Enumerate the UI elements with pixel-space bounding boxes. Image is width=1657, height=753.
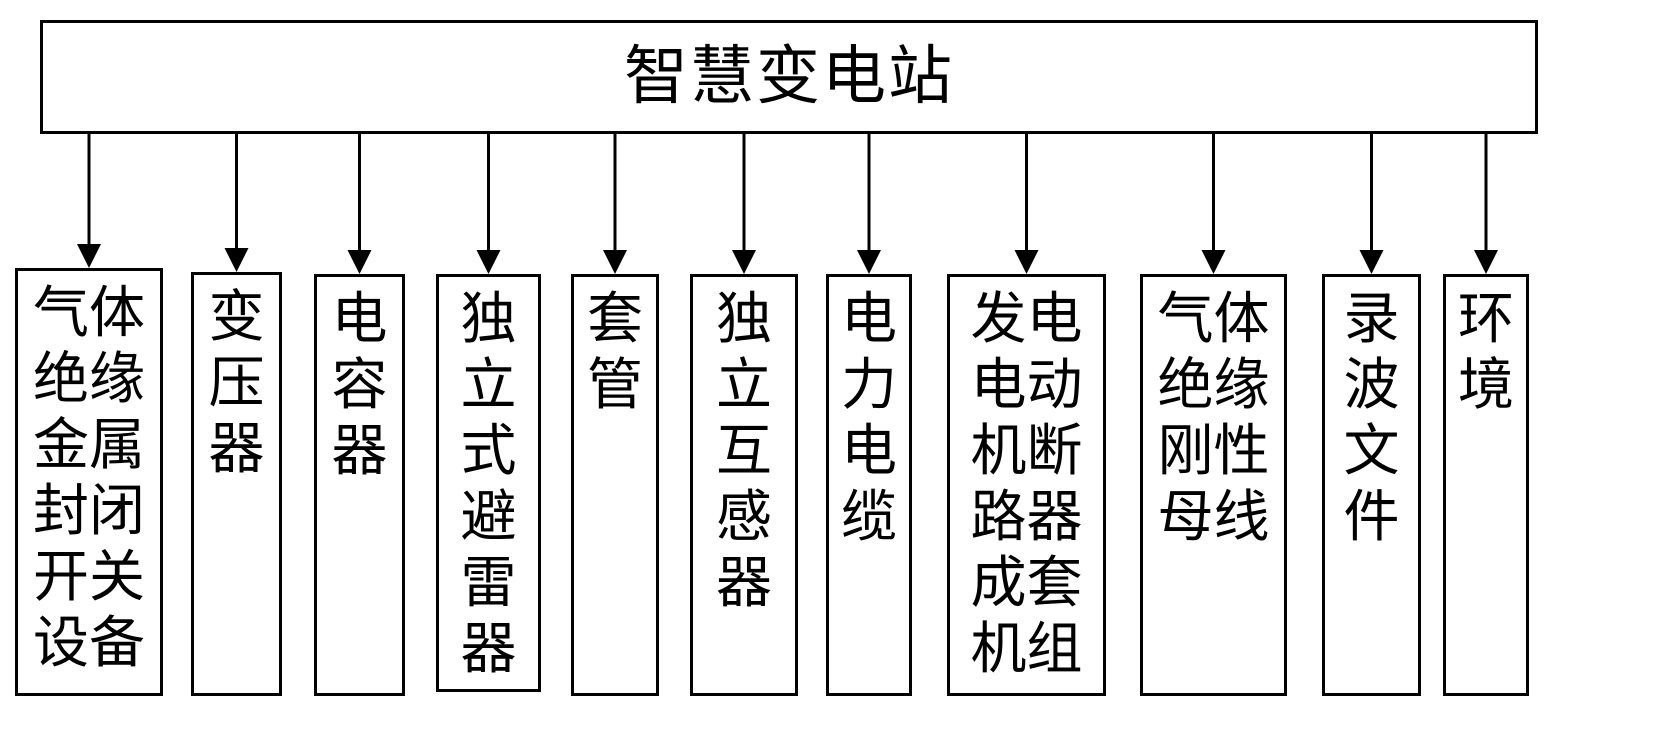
child-label: 电 力 电 缆 [841, 287, 897, 550]
child-label: 变 压 器 [208, 285, 265, 482]
child-node-recording-file: 录 波 文 件 [1322, 274, 1421, 696]
arrowhead-bushing [603, 250, 627, 274]
arrowhead-capacitor [347, 250, 372, 274]
arrowhead-recording-file [1359, 250, 1384, 274]
child-label: 环 境 [1458, 287, 1514, 418]
arrowhead-environment [1474, 250, 1498, 274]
child-node-transformer: 变 压 器 [191, 272, 282, 696]
arrowhead-instrument-transformer [732, 250, 756, 274]
child-node-arrester: 独 立 式 避 雷 器 [436, 274, 541, 692]
root-node: 智慧变电站 [40, 20, 1538, 134]
child-label: 气体 绝缘 金属 封闭 开关 设备 [33, 281, 145, 676]
child-label: 独 立 式 避 雷 器 [460, 287, 517, 682]
arrowhead-arrester [476, 250, 501, 274]
child-label: 气体 绝缘 刚性 母线 [1157, 287, 1270, 550]
child-node-capacitor: 电 容 器 [314, 274, 405, 696]
child-node-gil: 气体 绝缘 刚性 母线 [1140, 274, 1287, 696]
child-label: 发电 电动 机断 路器 成套 机组 [970, 287, 1083, 682]
child-node-power-cable: 电 力 电 缆 [826, 274, 912, 696]
arrowhead-power-cable [857, 250, 881, 274]
child-node-environment: 环 境 [1443, 274, 1529, 696]
child-label: 录 波 文 件 [1343, 287, 1400, 550]
root-label: 智慧变电站 [624, 40, 954, 114]
arrowhead-gil [1201, 250, 1226, 274]
child-label: 电 容 器 [331, 287, 388, 484]
child-node-bushing: 套 管 [571, 274, 659, 696]
child-label: 套 管 [587, 287, 643, 418]
arrowhead-gis [77, 244, 101, 268]
child-label: 独 立 互 感 器 [716, 287, 772, 616]
arrowhead-transformer [224, 248, 249, 272]
child-node-generator-set: 发电 电动 机断 路器 成套 机组 [947, 274, 1106, 696]
arrowhead-generator-set [1014, 250, 1039, 274]
child-node-gis: 气体 绝缘 金属 封闭 开关 设备 [15, 268, 163, 696]
child-node-instrument-transformer: 独 立 互 感 器 [690, 274, 798, 696]
